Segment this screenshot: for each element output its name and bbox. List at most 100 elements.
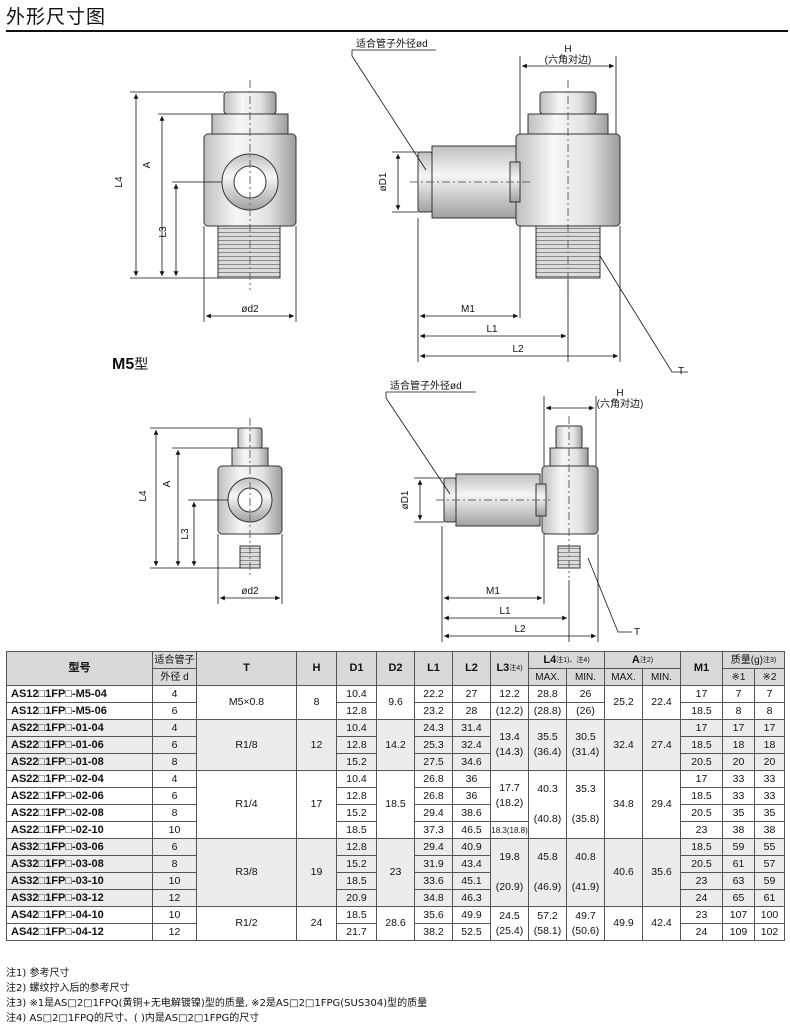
table-cell: 32.4 (604, 719, 644, 771)
dimension-drawings: L4 A L3 ød2 适合管子外径ød H (六角对边) øD1 M1 L1 (114, 37, 688, 642)
table-cell: 29.4 (414, 838, 453, 856)
table-cell: 57.2(58.1) (528, 906, 567, 941)
table-cell: 45.8(46.9) (528, 838, 567, 907)
table-cell: 23 (680, 906, 724, 924)
footnote-4: 注4) AS□2□1FPQ的尺寸、( )内是AS□2□1FPG的尺寸 (6, 1013, 260, 1024)
table-cell: 59 (754, 872, 786, 890)
table-row: AS32□1FP□-03-08 8 15.2 31.9 43.4 20.5 61… (6, 855, 786, 873)
table-cell: 17 (680, 770, 724, 788)
table-cell: 46.3 (452, 889, 491, 907)
table-cell: 10 (152, 872, 197, 890)
table-cell: 33 (722, 787, 756, 805)
drawing2-side-view (436, 416, 599, 578)
table-cell: 37.3 (414, 821, 453, 839)
table-cell: 52.5 (452, 923, 491, 941)
table-cell: 23.2 (414, 702, 453, 720)
model-cell: AS22□1FP□-01-06 (6, 736, 153, 754)
drawing1-D1-label: øD1 (378, 172, 389, 191)
table-cell: 6 (152, 702, 197, 720)
table-cell: 18 (754, 736, 786, 754)
table-cell: 8 (152, 753, 197, 771)
table-cell: 8 (152, 855, 197, 873)
drawing1-L1-label: L1 (486, 324, 498, 335)
table-cell: 9.6 (376, 685, 415, 720)
header-L2: L2 (452, 651, 491, 686)
header-mass: 质量(g)注3) (722, 651, 786, 669)
header-L1: L1 (414, 651, 453, 686)
m5-type-label: M5型 (112, 356, 149, 373)
drawing1-D2-label: ød2 (241, 304, 259, 315)
header-L4: L4注1)、注4) (527, 651, 606, 669)
table-cell: 8 (152, 804, 197, 822)
table-cell: 49.7(50.6) (565, 906, 606, 941)
table-cell: 35.3(35.8) (565, 770, 606, 839)
table-cell: 31.4 (452, 719, 491, 737)
table-cell: 38 (722, 821, 756, 839)
table-cell: 45.1 (452, 872, 491, 890)
table-cell: 18.5 (336, 906, 377, 924)
table-cell: 22.4 (642, 685, 682, 720)
table-cell: 15.2 (336, 855, 377, 873)
drawing2-H-label: H (616, 388, 623, 399)
footnotes: 注1) 参考尺寸 注2) 螺纹拧入后的参考尺寸 注3) ※1是AS□2□1FPQ… (6, 966, 427, 1026)
drawing1-H-label: H (564, 44, 571, 55)
table-cell: 10 (152, 821, 197, 839)
dimension-table: 型号 适合管子 T H D1 D2 L1 L2 L3注4) L4注1)、注4) … (6, 651, 786, 941)
model-cell: AS32□1FP□-03-12 (6, 889, 153, 907)
table-cell: 23 (680, 821, 724, 839)
table-cell: 23 (680, 872, 724, 890)
drawing2-hex-note: (六角对边) (597, 397, 644, 410)
table-cell: 49.9 (604, 906, 644, 941)
table-cell: 12.8 (336, 838, 377, 856)
model-cell: AS22□1FP□-02-06 (6, 787, 153, 805)
table-cell: 20.5 (680, 804, 724, 822)
table-cell: 20 (722, 753, 756, 771)
table-cell: 109 (722, 923, 756, 941)
table-cell: 61 (722, 855, 756, 873)
drawing2-tube-callout: 适合管子外径ød (390, 379, 462, 392)
table-cell: 20.5 (680, 753, 724, 771)
table-row: AS22□1FP□-01-06 6 12.8 25.3 32.4 18.5 18… (6, 736, 786, 754)
model-cell: AS32□1FP□-03-06 (6, 838, 153, 856)
table-cell: 33 (754, 787, 786, 805)
table-cell: 23 (376, 838, 415, 907)
table-cell: 12 (152, 889, 197, 907)
table-cell: 27.4 (642, 719, 682, 771)
table-cell: 27 (452, 685, 491, 703)
table-cell: 4 (152, 685, 197, 703)
table-cell: 14.2 (376, 719, 415, 771)
table-cell: 29.4 (414, 804, 453, 822)
table-cell: 4 (152, 719, 197, 737)
table-cell: (26) (565, 702, 606, 720)
table-cell: 26.8 (414, 770, 453, 788)
model-cell: AS22□1FP□-02-08 (6, 804, 153, 822)
table-cell: 35.6 (642, 838, 682, 907)
table-cell: 33 (722, 770, 756, 788)
table-cell: 35.6 (414, 906, 453, 924)
table-cell: 18.3(18.8) (490, 821, 529, 839)
table-cell: 57 (754, 855, 786, 873)
table-cell: 20.5 (680, 855, 724, 873)
header-A-max: MAX. (604, 668, 644, 686)
model-cell: AS32□1FP□-03-10 (6, 872, 153, 890)
table-cell: M5×0.8 (196, 685, 297, 720)
table-row: AS22□1FP□-01-04 4 R1/8 12 10.4 14.2 24.3… (6, 719, 786, 771)
header-L4-max: MAX. (528, 668, 567, 686)
table-row: AS42□1FP□-04-12 12 21.7 38.2 52.5 24 109… (6, 923, 786, 941)
table-cell: 36 (452, 787, 491, 805)
drawing1-tube-callout: 适合管子外径ød (356, 37, 428, 50)
table-cell: 4 (152, 770, 197, 788)
table-cell: 12 (152, 923, 197, 941)
table-row: AS32□1FP□-03-10 10 18.5 33.6 45.1 23 63 … (6, 872, 786, 890)
table-cell: 24.3 (414, 719, 453, 737)
table-row: AS12□1FP□-M5-04 4 M5×0.8 8 10.4 9.6 22.2… (6, 685, 786, 720)
table-cell: 40.6 (604, 838, 644, 907)
header-D1: D1 (336, 651, 377, 686)
header-mass-1: ※1 (722, 668, 756, 686)
table-cell: (28.8) (528, 702, 567, 720)
table-cell: 31.9 (414, 855, 453, 873)
table-cell: 30.5(31.4) (565, 719, 606, 771)
table-row: AS22□1FP□-02-04 4 R1/4 17 10.4 18.5 26.8… (6, 770, 786, 839)
table-cell: 59 (722, 838, 756, 856)
table-cell: 65 (722, 889, 756, 907)
